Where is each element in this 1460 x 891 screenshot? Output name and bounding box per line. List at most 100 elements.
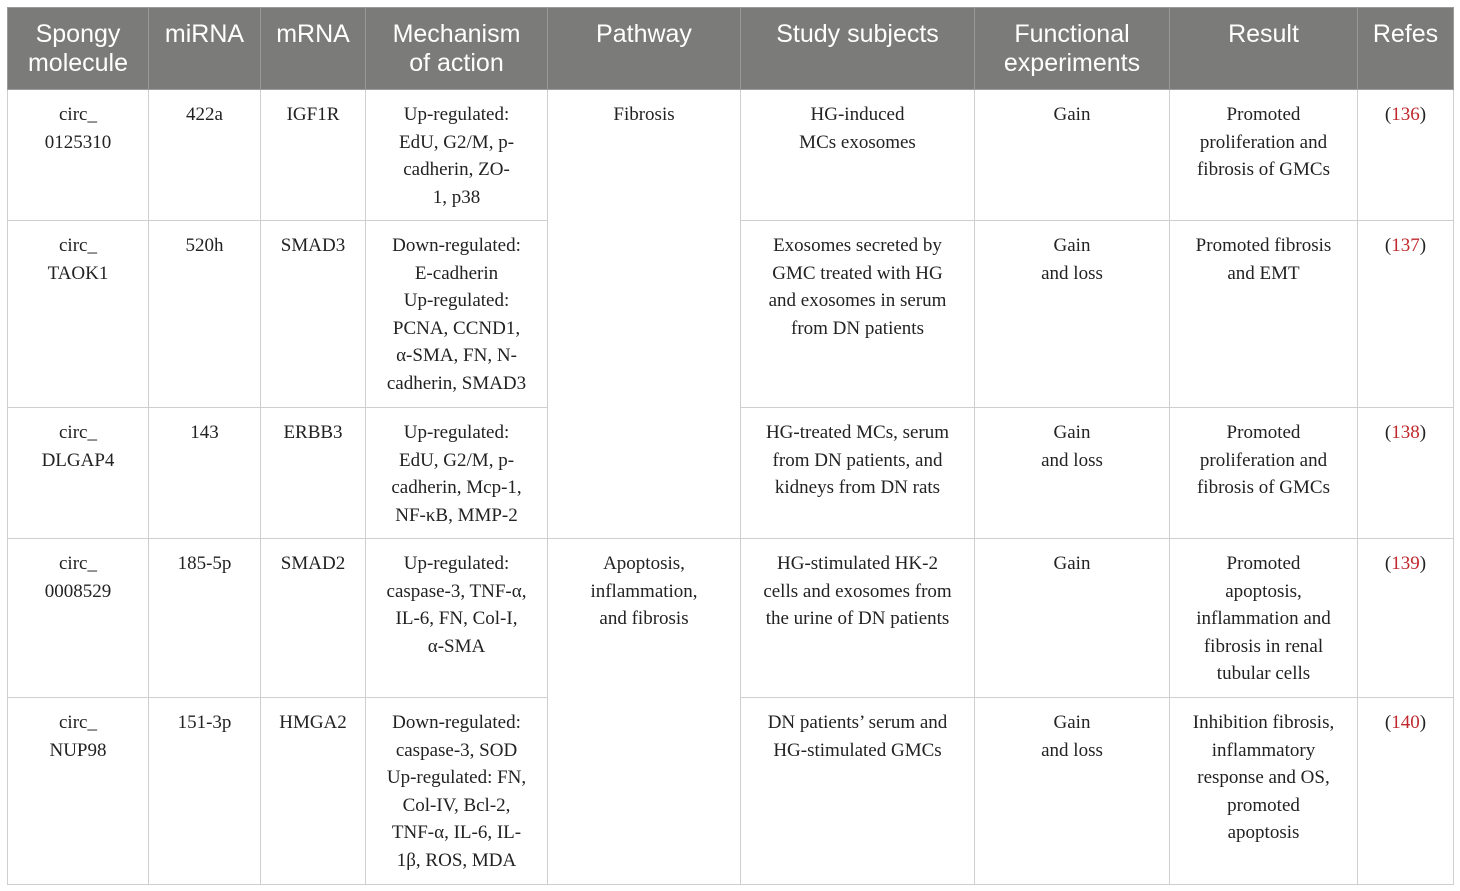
cell-line: HG-treated MCs, serum — [765, 422, 950, 443]
cell-spongy: circ_ NUP98 — [7, 697, 149, 885]
cell-line: E-cadherin — [414, 262, 499, 284]
cell-line: circ_ — [59, 422, 97, 443]
cell-mirna: 143 — [148, 407, 261, 539]
cell-ref: (138) — [1357, 407, 1454, 539]
cell-line: the urine of DN patients — [765, 608, 950, 629]
cell-ref: (137) — [1357, 220, 1454, 408]
cell-mrna: SMAD3 — [260, 220, 366, 408]
cell-line: Up-regulated: — [403, 422, 510, 443]
cell-line: fibrosis of GMCs — [1196, 159, 1330, 180]
header-text: Refes — [1372, 20, 1439, 48]
header-text: Result — [1228, 20, 1299, 48]
cell-mechanism: Up-regulated: caspase-3, TNF-α, IL-6, FN… — [365, 538, 548, 698]
cell-result: Promoted proliferation and fibrosis of G… — [1169, 407, 1358, 539]
cell-line: Gain — [1053, 104, 1091, 125]
header-text: Pathway — [596, 20, 692, 48]
cell-spongy: circ_ DLGAP4 — [7, 407, 149, 539]
cell-subjects: DN patients’ serum and HG-stimulated GMC… — [740, 697, 975, 885]
header-text: mRNA — [276, 20, 350, 48]
cell-line: NUP98 — [49, 739, 107, 761]
cell-spongy: circ_ TAOK1 — [7, 220, 149, 408]
ref-link[interactable]: 139 — [1391, 553, 1420, 574]
header-result: Result — [1169, 7, 1358, 90]
cell-line: PCNA, CCND1, — [392, 317, 521, 339]
cell-line: proliferation and — [1199, 449, 1328, 471]
cell-ref: (136) — [1357, 89, 1454, 221]
cell-line: proliferation and — [1199, 131, 1328, 153]
header-text: of action — [409, 49, 504, 77]
header-study-subjects: Study subjects — [740, 7, 975, 90]
cell-functional: Gain and loss — [974, 407, 1170, 539]
cell-line: DN patients’ serum and — [767, 712, 948, 733]
table-row: circ_ TAOK1 520h SMAD3 Down-regulated: E… — [7, 220, 1454, 408]
cell-line: 1, p38 — [432, 186, 481, 208]
cell-line: Col-IV, Bcl-2, — [402, 794, 511, 816]
cell-line: circ_ — [59, 553, 97, 574]
cell-line: cadherin, SMAD3 — [386, 372, 527, 394]
header-mrna: mRNA — [260, 7, 366, 90]
cell-line: apoptosis, — [1225, 580, 1302, 602]
cell-result: Inhibition fibrosis, inflammatory respon… — [1169, 697, 1358, 885]
header-functional-experiments: Functional experiments — [974, 7, 1170, 90]
cell-mrna: IGF1R — [260, 89, 366, 221]
cell-line: TNF-α, IL-6, IL- — [391, 822, 522, 843]
cell-line: circ_ — [59, 235, 97, 256]
cell-line: Down-regulated: — [392, 235, 521, 256]
cell-line: Up-regulated: — [403, 290, 510, 311]
cell-line: Up-regulated: FN, — [386, 767, 527, 788]
cell-line: caspase-3, TNF-α, — [386, 580, 527, 602]
cell-line: fibrosis of GMCs — [1196, 477, 1330, 498]
cell-functional: Gain and loss — [974, 220, 1170, 408]
header-spongy-molecule: Spongy molecule — [7, 7, 149, 90]
ref-link[interactable]: 137 — [1391, 235, 1420, 256]
cell-line: Promoted — [1226, 422, 1301, 443]
cell-mechanism: Down-regulated: E-cadherin Up-regulated:… — [365, 220, 548, 408]
cell-line: Gain — [1053, 553, 1091, 574]
cell-line: HG-stimulated HK-2 — [777, 553, 938, 574]
cell-line: EdU, G2/M, p- — [398, 131, 515, 153]
table-body: circ_ 0125310 422a IGF1R Up-regulated: E… — [7, 89, 1454, 885]
cell-line: Up-regulated: — [403, 553, 510, 574]
cell-line: caspase-3, SOD — [395, 739, 518, 761]
ref-link[interactable]: 138 — [1391, 422, 1420, 443]
cell-line: 0125310 — [44, 131, 112, 153]
cell-mirna: 422a — [148, 89, 261, 221]
table-header: Spongy molecule miRNA mRNA Mechanism of … — [7, 7, 1454, 90]
cell-spongy: circ_ 0008529 — [7, 538, 149, 698]
cell-line: NF-κB, MMP-2 — [395, 504, 518, 526]
ref-link[interactable]: 136 — [1391, 104, 1420, 125]
header-text: Study subjects — [776, 20, 939, 48]
cell-line: and EMT — [1227, 262, 1300, 284]
cell-line: IL-6, FN, Col-I, — [395, 608, 518, 629]
header-text: Spongy — [35, 20, 121, 48]
cell-line: Exosomes secreted by — [773, 235, 942, 256]
cell-line: HG-induced — [810, 104, 905, 125]
cell-pathway-fibrosis: Fibrosis — [547, 89, 741, 539]
cell-line: Inhibition fibrosis, — [1192, 712, 1335, 733]
table-row: circ_ 0008529 185-5p SMAD2 Up-regulated:… — [7, 538, 1454, 885]
cell-line: α-SMA, FN, N- — [396, 345, 517, 366]
cell-line: and fibrosis — [599, 608, 689, 629]
cell-line: and loss — [1041, 262, 1103, 284]
cell-line: promoted — [1227, 794, 1300, 816]
cell-result: Promoted proliferation and fibrosis of G… — [1169, 89, 1358, 221]
cell-line: Gain — [1053, 235, 1091, 256]
table-row: circ_ NUP98 151-3p HMGA2 Down-regulated:… — [7, 697, 1454, 885]
cell-line: Fibrosis — [613, 104, 675, 125]
cell-line: EdU, G2/M, p- — [398, 449, 515, 471]
table-row: circ_ DLGAP4 143 ERBB3 Up-regulated: EdU… — [7, 407, 1454, 539]
cell-line: GMC treated with HG — [772, 262, 943, 284]
cell-mechanism: Up-regulated: EdU, G2/M, p- cadherin, ZO… — [365, 89, 548, 221]
header-refes: Refes — [1357, 7, 1454, 90]
cell-line: and loss — [1041, 739, 1103, 761]
cell-subjects: HG-stimulated HK-2 cells and exosomes fr… — [740, 538, 975, 698]
cell-mirna: 151-3p — [148, 697, 261, 885]
cell-line: kidneys from DN rats — [774, 477, 941, 498]
cell-mirna: 185-5p — [148, 538, 261, 698]
cell-line: apoptosis — [1227, 822, 1300, 843]
ref-link[interactable]: 140 — [1391, 712, 1420, 733]
header-text: Mechanism — [392, 20, 521, 48]
cell-line: Apoptosis, — [603, 553, 685, 574]
cell-line: fibrosis in renal — [1203, 635, 1324, 657]
cell-line: TAOK1 — [47, 262, 109, 284]
